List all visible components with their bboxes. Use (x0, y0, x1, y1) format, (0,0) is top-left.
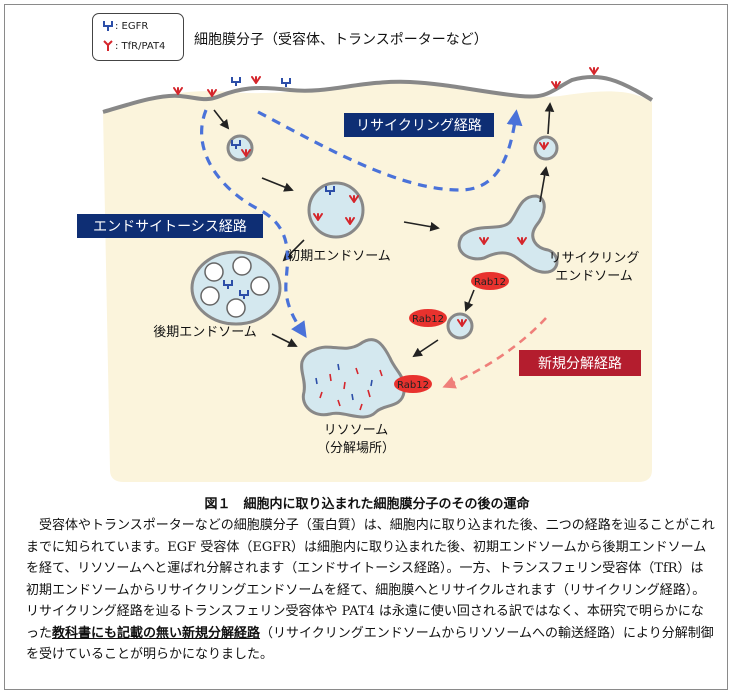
figure-caption-title: 図１ 細胞内に取り込まれた細胞膜分子のその後の運命 (204, 497, 530, 512)
egfr-receptor-icon (231, 76, 241, 87)
degraded-fragments (319, 367, 383, 411)
caption-text-1: 受容体やトランスポーターなどの細胞膜分子（蛋白質）は、細胞内に取り込まれた後、二… (26, 518, 715, 641)
legend-egfr: : EGFR (101, 20, 148, 32)
legend-egfr-text: : EGFR (115, 21, 149, 32)
recycling-pathway-label: リサイクリング経路 (344, 113, 494, 137)
egfr-receptor-icon (281, 77, 291, 88)
svg-text:Rab12: Rab12 (412, 314, 444, 325)
figure-frame (4, 4, 728, 690)
recycling-vesicle (533, 135, 559, 161)
egfr-icon (103, 21, 113, 31)
recycling-endosome-label-line1: リサイクリング (549, 251, 640, 266)
recycling-endosome-label-line2: エンドソーム (555, 269, 633, 284)
tfr-receptor-icon (251, 76, 261, 84)
lysosome-label: リソソーム (324, 423, 389, 438)
svg-text:Rab12: Rab12 (474, 277, 506, 288)
intraluminal-vesicle (250, 276, 270, 296)
rab12-vesicle (446, 312, 474, 340)
tfr-icon (103, 40, 113, 51)
early-endosome-label: 初期エンドソーム (287, 249, 391, 264)
plasma-membrane (102, 75, 654, 114)
transport-arrows (213, 102, 555, 358)
caption-emphasis: 教科書にも記載の無い新規分解経路 (52, 625, 261, 641)
degradation-pathway-label: 新規分解経路 (519, 350, 641, 376)
intraluminal-vesicle (226, 298, 246, 318)
early-endosome-shape (307, 181, 365, 239)
rab12-badge-lysosome: Rab12 (394, 375, 432, 393)
lysosome-sublabel: （分解場所） (317, 441, 395, 456)
legend-tfr-text: : TfR/PAT4 (115, 41, 166, 52)
intraluminal-vesicle (232, 256, 252, 276)
cell-body (103, 82, 652, 482)
rab12-badge-recycling: Rab12 (471, 272, 509, 290)
degradation-path-arrow (442, 317, 547, 389)
figure-caption-body: 受容体やトランスポーターなどの細胞膜分子（蛋白質）は、細胞内に取り込まれた後、二… (26, 515, 716, 666)
rab12-badge-vesicle: Rab12 (409, 309, 447, 327)
degraded-egfr-fragments (315, 363, 373, 401)
svg-text:リサイクリング経路: リサイクリング経路 (356, 118, 482, 134)
cell-diagram: Rab12 Rab12 Rab12 リサイクリング経路 エンドサイトーシス経路 … (77, 31, 654, 482)
legend-tfr: : TfR/PAT4 (101, 40, 165, 52)
intraluminal-vesicle (200, 286, 220, 306)
svg-text:エンドサイトーシス経路: エンドサイトーシス経路 (93, 219, 247, 235)
intraluminal-vesicle (204, 262, 224, 282)
endocytosis-path-arrow (200, 109, 307, 338)
lysosome-shape (300, 338, 406, 419)
legend-box: : EGFR : TfR/PAT4 (92, 13, 184, 61)
svg-text:Rab12: Rab12 (397, 380, 429, 391)
endocytic-vesicle (226, 134, 254, 162)
tfr-receptor-icon (589, 67, 599, 75)
svg-text:新規分解経路: 新規分解経路 (538, 356, 622, 372)
recycling-path-arrow (257, 109, 523, 192)
caption-text-2: （リサイクリングエンドソームからリソソームへの輸送経路）により分解制御を受けてい… (26, 625, 714, 663)
endocytosis-pathway-label: エンドサイトーシス経路 (77, 214, 263, 238)
late-endosome-label: 後期エンドソーム (153, 325, 257, 340)
membrane-molecule-label: 細胞膜分子（受容体、トランスポーターなど） (194, 31, 488, 48)
recycling-endosome-shape (457, 194, 559, 274)
